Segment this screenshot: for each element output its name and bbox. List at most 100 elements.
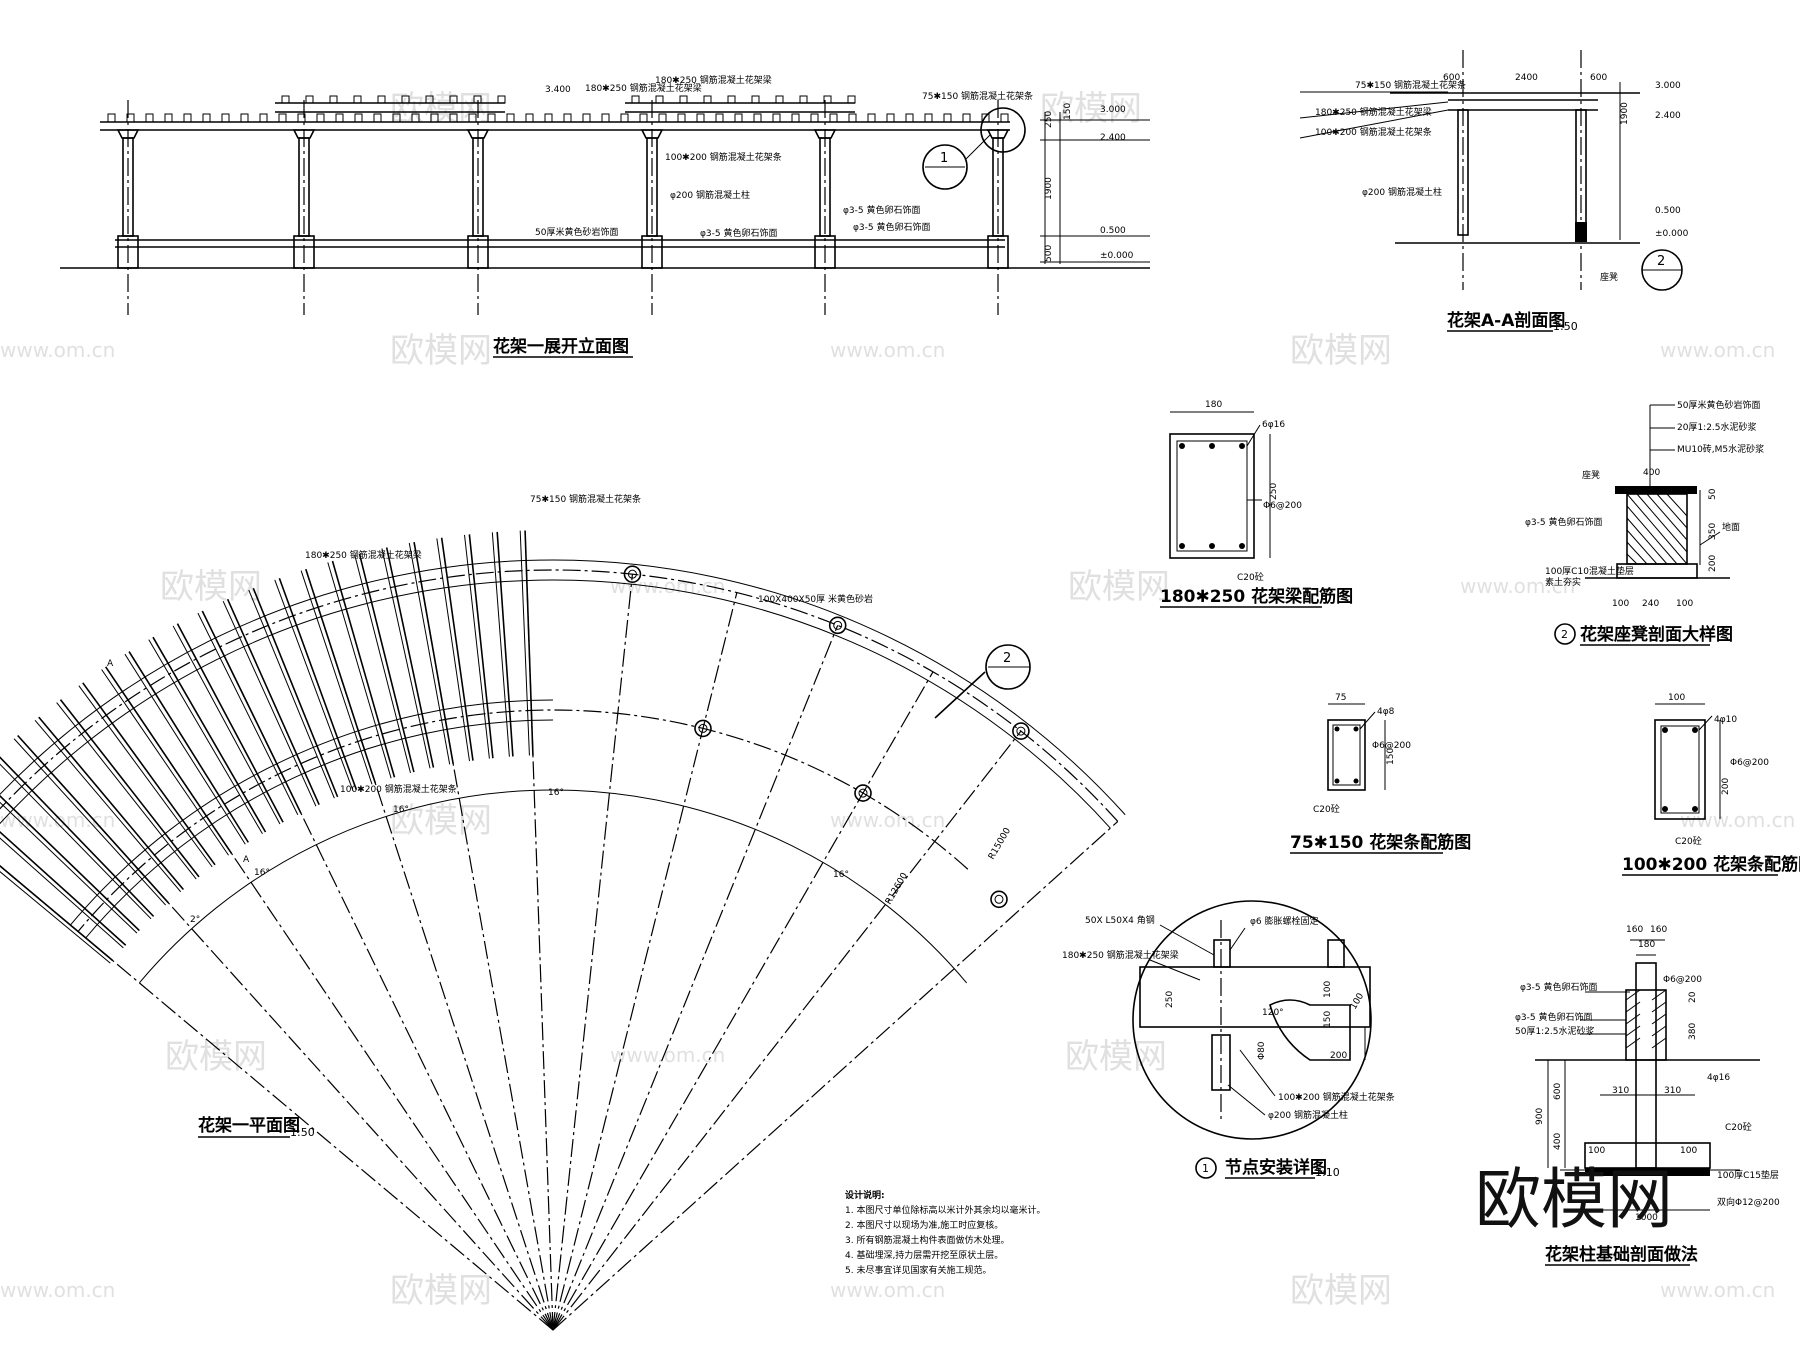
dim-text: 600 [1553, 1083, 1563, 1100]
plan-purlin-edge [0, 763, 152, 920]
layer-text: 20厚1:2.5水泥砂浆 [1677, 421, 1757, 433]
purlin-end [677, 113, 686, 123]
watermark-url: www.om.cn [1680, 808, 1795, 832]
node-label: 50X L50X4 角钢 [1085, 914, 1155, 926]
plan-purlin [468, 534, 494, 759]
purlin-end [847, 95, 856, 104]
dim-text: 200 [1330, 1051, 1347, 1061]
radial-axis [552, 574, 634, 1331]
purlin-end [126, 113, 135, 123]
plan-purlin [82, 682, 216, 866]
elevation-view: 1 180✱250 钢筋混凝土花架梁 180✱250 钢筋混凝土花架梁 75✱1… [60, 74, 1150, 358]
plan-purlin [413, 542, 454, 764]
stirrup-text: Φ6@200 [1372, 741, 1411, 751]
purlin-end [497, 95, 506, 104]
sec-label: φ200 钢筋混凝土柱 [1362, 186, 1442, 198]
outer-beam-arc [0, 579, 1111, 829]
plan-purlin-edge [148, 639, 263, 835]
purlin-end [354, 113, 363, 123]
watermark-text: 欧模网 [390, 801, 492, 841]
layer-text: 50厚米黄色砂岩饰面 [1677, 399, 1760, 411]
callout-circle [922, 144, 968, 190]
purlin-end [715, 113, 724, 123]
plan-column [990, 890, 1008, 909]
rebar-text: 6φ16 [1262, 420, 1285, 430]
fnd-label: φ3-5 黄色卵石饰面 [1520, 981, 1598, 993]
plan-purlin [17, 734, 169, 904]
plan-purlin-edge [491, 532, 510, 757]
dim-text: 100 [1668, 693, 1685, 703]
radius-text: R15000 [987, 826, 1013, 861]
scale-text: 1:10 [1315, 1166, 1340, 1179]
purlin-end [401, 95, 410, 104]
purlin-end [658, 113, 667, 123]
plan-purlin-edge [56, 702, 197, 880]
elev-label: φ200 钢筋混凝土柱 [670, 189, 750, 201]
dim-text: 200 [1721, 778, 1731, 795]
dim-text: 100 [1349, 991, 1366, 1011]
node-label: φ200 钢筋混凝土柱 [1268, 1109, 1348, 1121]
rebar-text: 4φ10 [1714, 715, 1737, 725]
elev-label: 100✱200 钢筋混凝土花架条 [665, 151, 782, 163]
plan-purlin-edge [124, 653, 246, 845]
purlin-end [430, 113, 439, 123]
purlin-end [772, 113, 781, 123]
purlin-end [905, 113, 914, 123]
plan-purlin-edge [408, 542, 451, 765]
seat-label: 座凳 [1582, 469, 1600, 481]
plan-purlin [496, 531, 514, 757]
elev-label: 180✱250 钢筋混凝土花架梁 [585, 82, 702, 94]
watermark-url: www.om.cn [830, 808, 945, 832]
rebar-text: 4φ8 [1377, 707, 1395, 717]
purlin-end [305, 95, 314, 104]
seat-label: 100厚C10混凝土垫层 [1545, 565, 1634, 577]
seat-title: 花架座凳剖面大样图 [1580, 624, 1733, 645]
plan-purlin-edge [248, 589, 335, 799]
level-mark: 0.500 [1100, 226, 1126, 236]
plan-purlin-edge [300, 570, 373, 785]
outer-axis-arc [0, 569, 1119, 822]
plan-column [694, 719, 712, 738]
level-mark: 2.400 [1100, 133, 1126, 143]
purlin-end [468, 113, 477, 123]
purlin-end [703, 95, 712, 104]
dim-text: 310 [1664, 1086, 1681, 1096]
watermark-text: 欧模网 [1068, 567, 1170, 607]
radius-text: R12600 [884, 871, 910, 906]
radial-axis [552, 671, 934, 1331]
plan-purlin-edge [519, 530, 530, 756]
purlin-end [183, 113, 192, 123]
plan-purlin [278, 577, 358, 790]
dim-text: 50 [1708, 488, 1718, 500]
watermark-url: www.om.cn [1460, 574, 1575, 598]
plan-purlin [524, 530, 534, 756]
dim-text: 100 [1676, 599, 1693, 609]
level-mark: 3.000 [1100, 105, 1126, 115]
plan-label: 100X400X50厚 米黄色砂岩 [758, 593, 873, 605]
dim-text: 120° [1262, 1008, 1284, 1018]
purlin-end [601, 113, 610, 123]
plan-purlin [152, 636, 267, 833]
watermark-url: www.om.cn [830, 338, 945, 362]
dim-text: 600 [1443, 73, 1460, 83]
purlin-end [297, 113, 306, 123]
fnd-label: C20砼 [1725, 1121, 1752, 1133]
radial-axis [552, 730, 1022, 1331]
beam-180-title: 180✱250 花架梁配筋图 [1160, 586, 1353, 607]
note-item: 2. 本图尺寸以现场为准,施工时应复核。 [845, 1219, 1003, 1231]
detail-circle [980, 107, 1026, 153]
fnd-label: 双向Φ12@200 [1717, 1196, 1780, 1208]
plan-label: 180✱250 钢筋混凝土花架梁 [305, 549, 422, 561]
dim-text: 250 [1269, 483, 1279, 500]
plan-purlin [0, 756, 155, 917]
sec-label: 100✱200 钢筋混凝土花架条 [1315, 126, 1432, 138]
layer-text: MU10砖,M5水泥砂浆 [1677, 443, 1764, 455]
watermark-text: 欧模网 [390, 89, 492, 129]
foundation-detail: 160 160 180 Φ6@200 φ3-5 黄色卵石饰面 φ3-5 黄色卵石… [1515, 925, 1780, 1266]
purlin-end [259, 113, 268, 123]
purlin-end [525, 113, 534, 123]
purlin-end [563, 113, 572, 123]
design-notes: 设计说明: 1. 本图尺寸单位除标高以米计外其余均以毫米计。 2. 本图尺寸以现… [845, 1189, 1045, 1276]
concrete-text: C20砼 [1313, 803, 1340, 815]
plan-purlin-edge [13, 738, 167, 906]
